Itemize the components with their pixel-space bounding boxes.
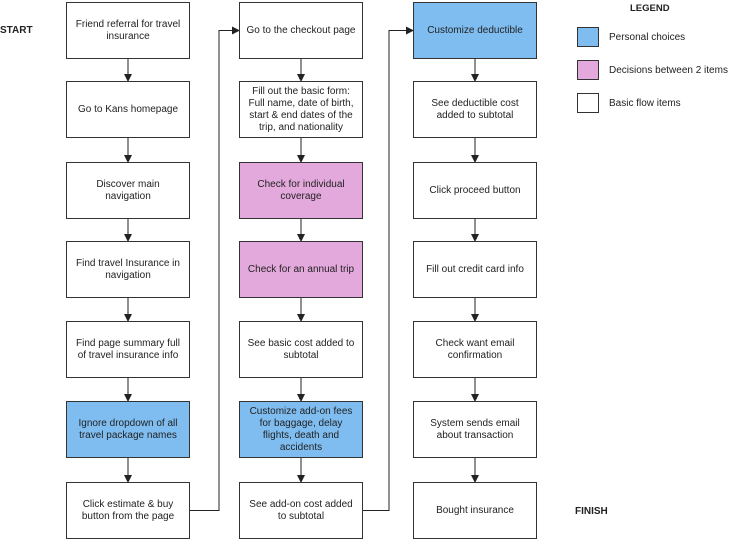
flow-step-c2-s4: Check for an annual trip bbox=[239, 241, 363, 298]
finish-label: FINISH bbox=[575, 506, 608, 517]
flow-step-c3-s4: Fill out credit card info bbox=[413, 241, 537, 298]
arrow-col1-to-col2 bbox=[190, 26, 240, 511]
flow-step-c1-s2: Go to Kans homepage bbox=[66, 81, 190, 138]
flow-step-c1-s6: Ignore dropdown of all travel package na… bbox=[66, 401, 190, 458]
flow-step-c2-s7: See add-on cost added to subtotal bbox=[239, 482, 363, 539]
flow-step-c1-s3: Discover main navigation bbox=[66, 162, 190, 219]
legend-swatch-personal bbox=[577, 27, 599, 47]
legend-label-basic: Basic flow items bbox=[609, 98, 681, 109]
flow-step-c2-s1: Go to the checkout page bbox=[239, 2, 363, 59]
flow-step-c2-s3: Check for individual coverage bbox=[239, 162, 363, 219]
flow-step-c1-s5: Find page summary full of travel insuran… bbox=[66, 321, 190, 378]
flow-step-c3-s6: System sends email about transaction bbox=[413, 401, 537, 458]
flow-step-c2-s2: Fill out the basic form: Full name, date… bbox=[239, 81, 363, 138]
start-label: START bbox=[0, 25, 33, 36]
flow-step-c1-s1: Friend referral for travel insurance bbox=[66, 2, 190, 59]
legend-swatch-basic bbox=[577, 93, 599, 113]
flow-step-c3-s5: Check want email confirmation bbox=[413, 321, 537, 378]
flow-step-c2-s6: Customize add-on fees for baggage, delay… bbox=[239, 401, 363, 458]
legend-label-decision: Decisions between 2 items bbox=[609, 65, 728, 76]
flow-step-c1-s7: Click estimate & buy button from the pag… bbox=[66, 482, 190, 539]
legend-label-personal: Personal choices bbox=[609, 32, 686, 43]
legend-swatch-decision bbox=[577, 60, 599, 80]
flow-step-c2-s5: See basic cost added to subtotal bbox=[239, 321, 363, 378]
flow-step-c3-s2: See deductible cost added to subtotal bbox=[413, 81, 537, 138]
flow-step-c1-s4: Find travel Insurance in navigation bbox=[66, 241, 190, 298]
flow-step-c3-s3: Click proceed button bbox=[413, 162, 537, 219]
arrow-col2-to-col3 bbox=[363, 26, 414, 511]
flow-step-c3-s7: Bought insurance bbox=[413, 482, 537, 539]
flow-step-c3-s1: Customize deductible bbox=[413, 2, 537, 59]
legend-title: LEGEND bbox=[630, 3, 670, 14]
